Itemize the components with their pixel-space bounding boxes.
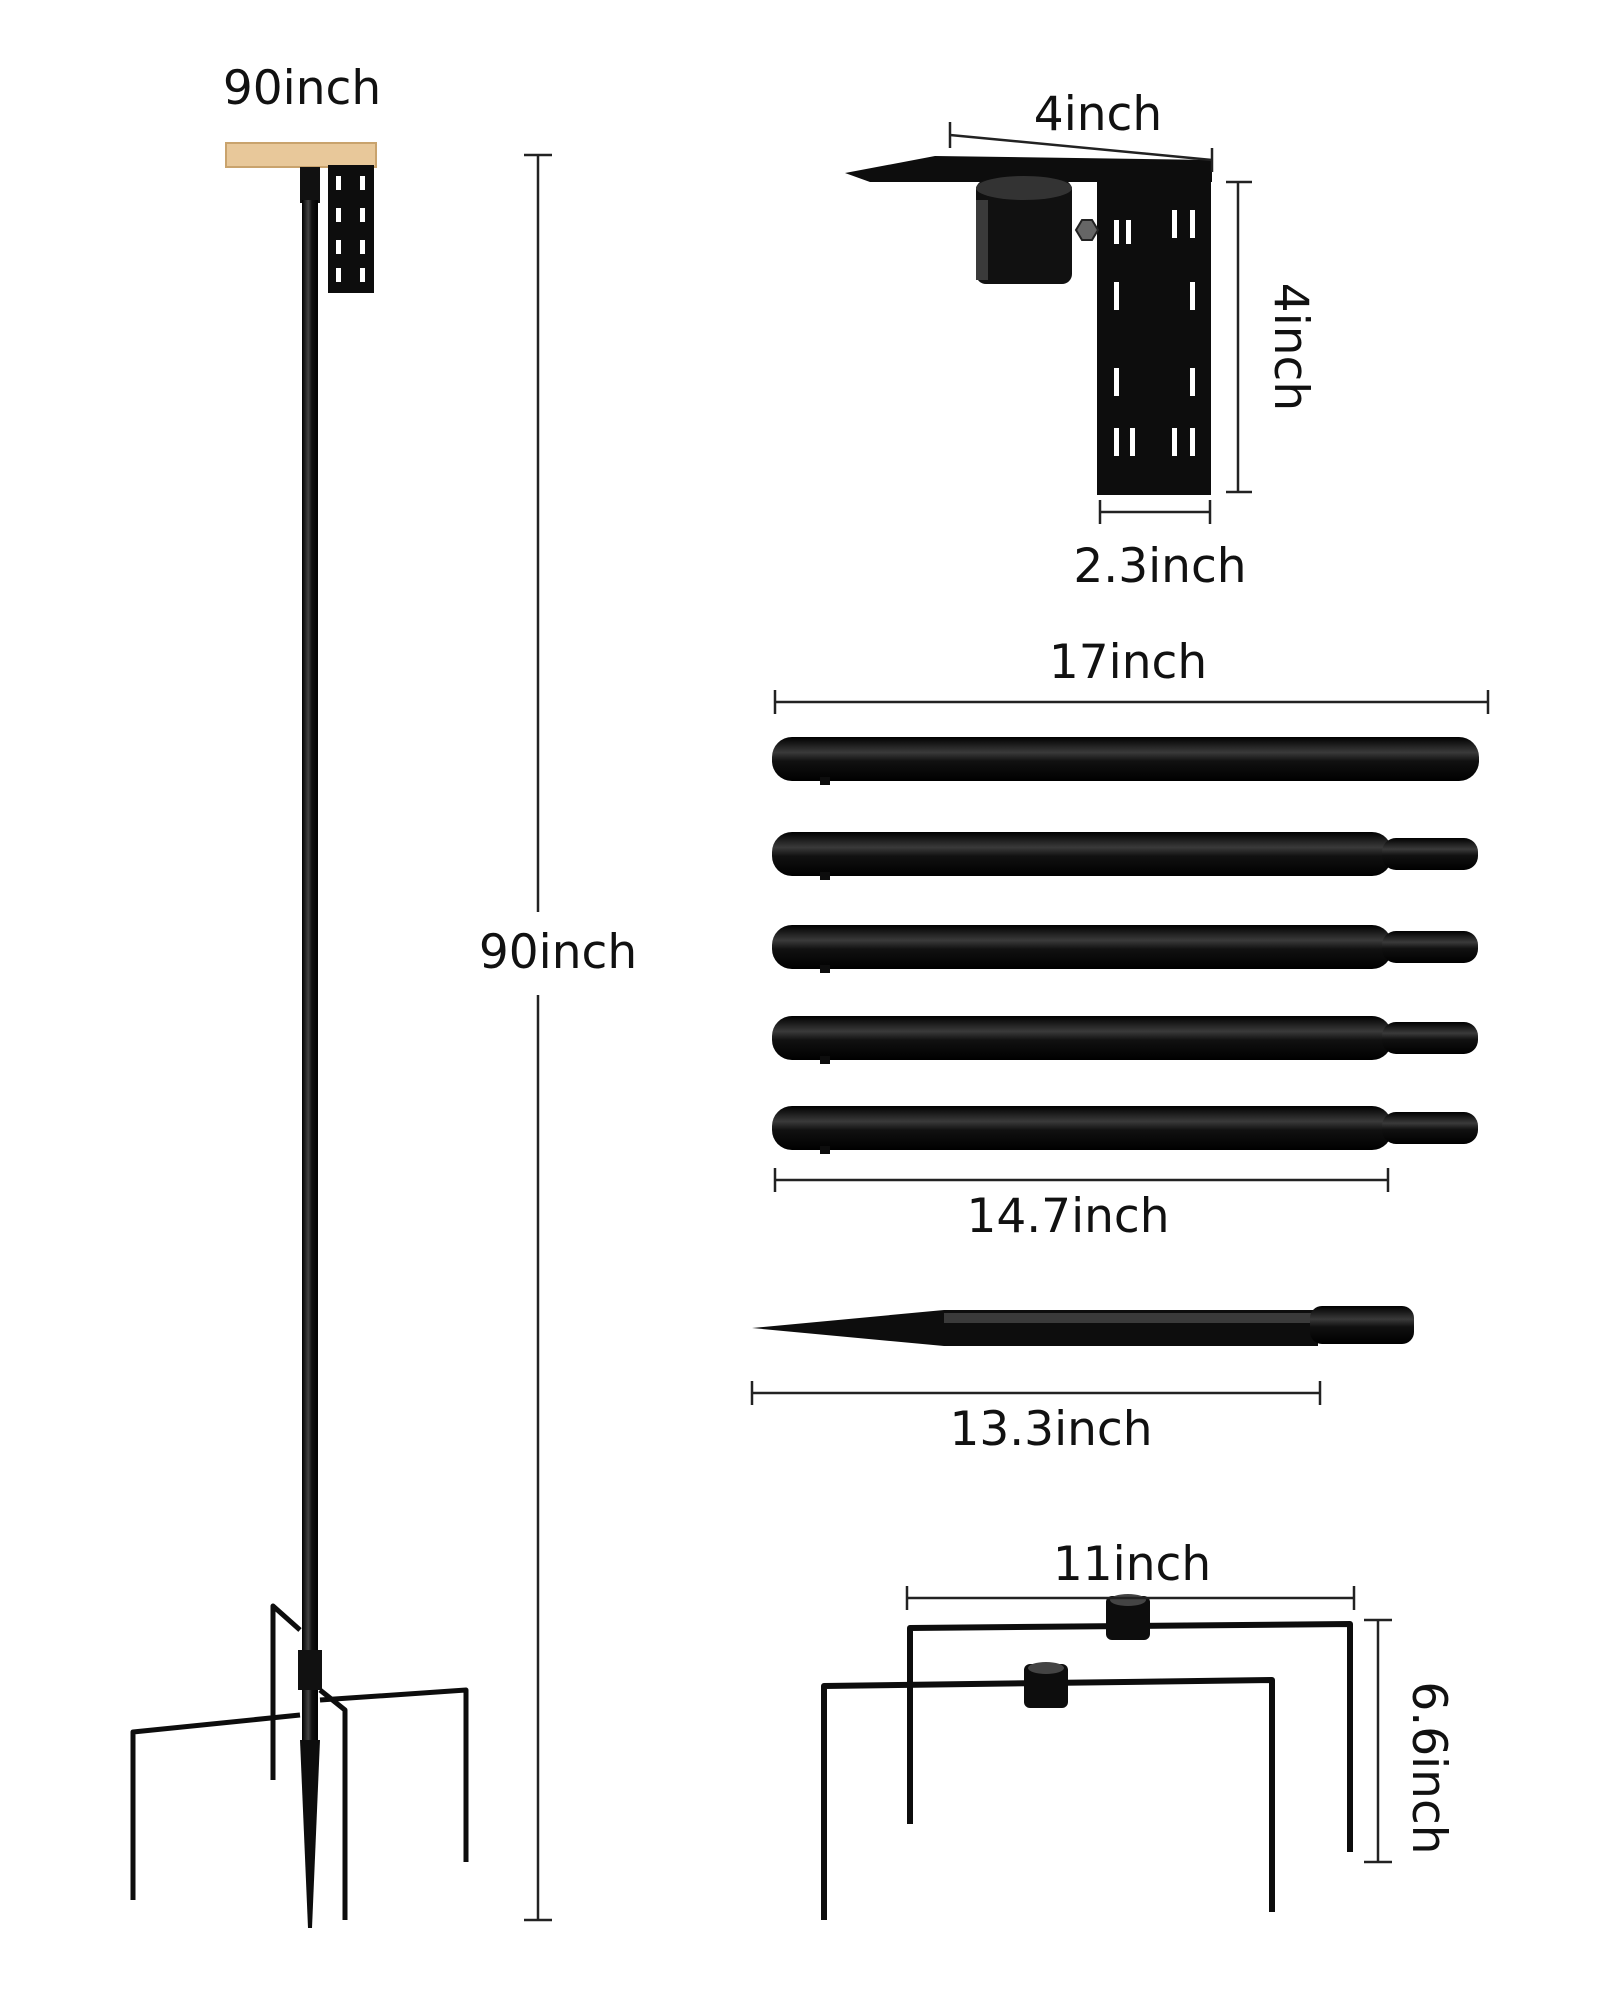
extension-pole-5	[772, 1106, 1478, 1154]
extension-pole-3	[772, 925, 1478, 973]
base-stake-back	[907, 1621, 1353, 1852]
bracket-socket	[976, 180, 1072, 284]
bracket-top-label: 4inch	[1034, 87, 1162, 142]
bracket-bolt-icon	[1074, 219, 1100, 241]
extension-overall-dimension	[773, 690, 1490, 714]
base-stake-front	[821, 1677, 1275, 1920]
pole-spike-tip	[300, 1740, 320, 1928]
spike-pole-label: 13.3inch	[949, 1402, 1152, 1457]
height-dimension-line	[524, 153, 552, 1922]
lower-collar	[298, 1650, 322, 1690]
bracket-slots	[336, 176, 365, 282]
extension-tube-dimension	[773, 1168, 1390, 1192]
bracket-side-label: 4inch	[1263, 283, 1318, 411]
bracket-dimension-lines	[948, 122, 1252, 524]
base-stake-back-socket	[1106, 1596, 1150, 1640]
spike-dimension-line	[750, 1381, 1322, 1405]
pole-height-label: 90inch	[479, 925, 637, 980]
base-stake-front-socket	[1024, 1664, 1068, 1708]
extension-tube-label: 14.7inch	[966, 1189, 1169, 1244]
top-collar	[300, 167, 320, 203]
top-bracket-plate	[328, 165, 374, 293]
base-stake-prongs	[130, 1603, 469, 1920]
base-height-label: 6.6inch	[1401, 1681, 1456, 1854]
extension-pole-4	[772, 1016, 1478, 1064]
bracket-bottom-label: 2.3inch	[1073, 539, 1246, 594]
pole-width-label: 90inch	[223, 61, 381, 116]
full-pole-assembly	[130, 142, 469, 1928]
extension-overall-label: 17inch	[1049, 635, 1207, 690]
extension-pole-1	[772, 737, 1479, 785]
base-dimension-lines	[905, 1586, 1392, 1864]
spike-pole	[752, 1306, 1414, 1346]
base-width-label: 11inch	[1053, 1537, 1211, 1592]
bracket-side-slots	[1114, 210, 1195, 456]
main-pole-shaft	[302, 200, 318, 1740]
bracket-top-plate	[845, 156, 1212, 182]
extension-pole-2	[772, 832, 1478, 880]
l-bracket	[845, 156, 1212, 495]
wood-post-block	[225, 142, 377, 168]
